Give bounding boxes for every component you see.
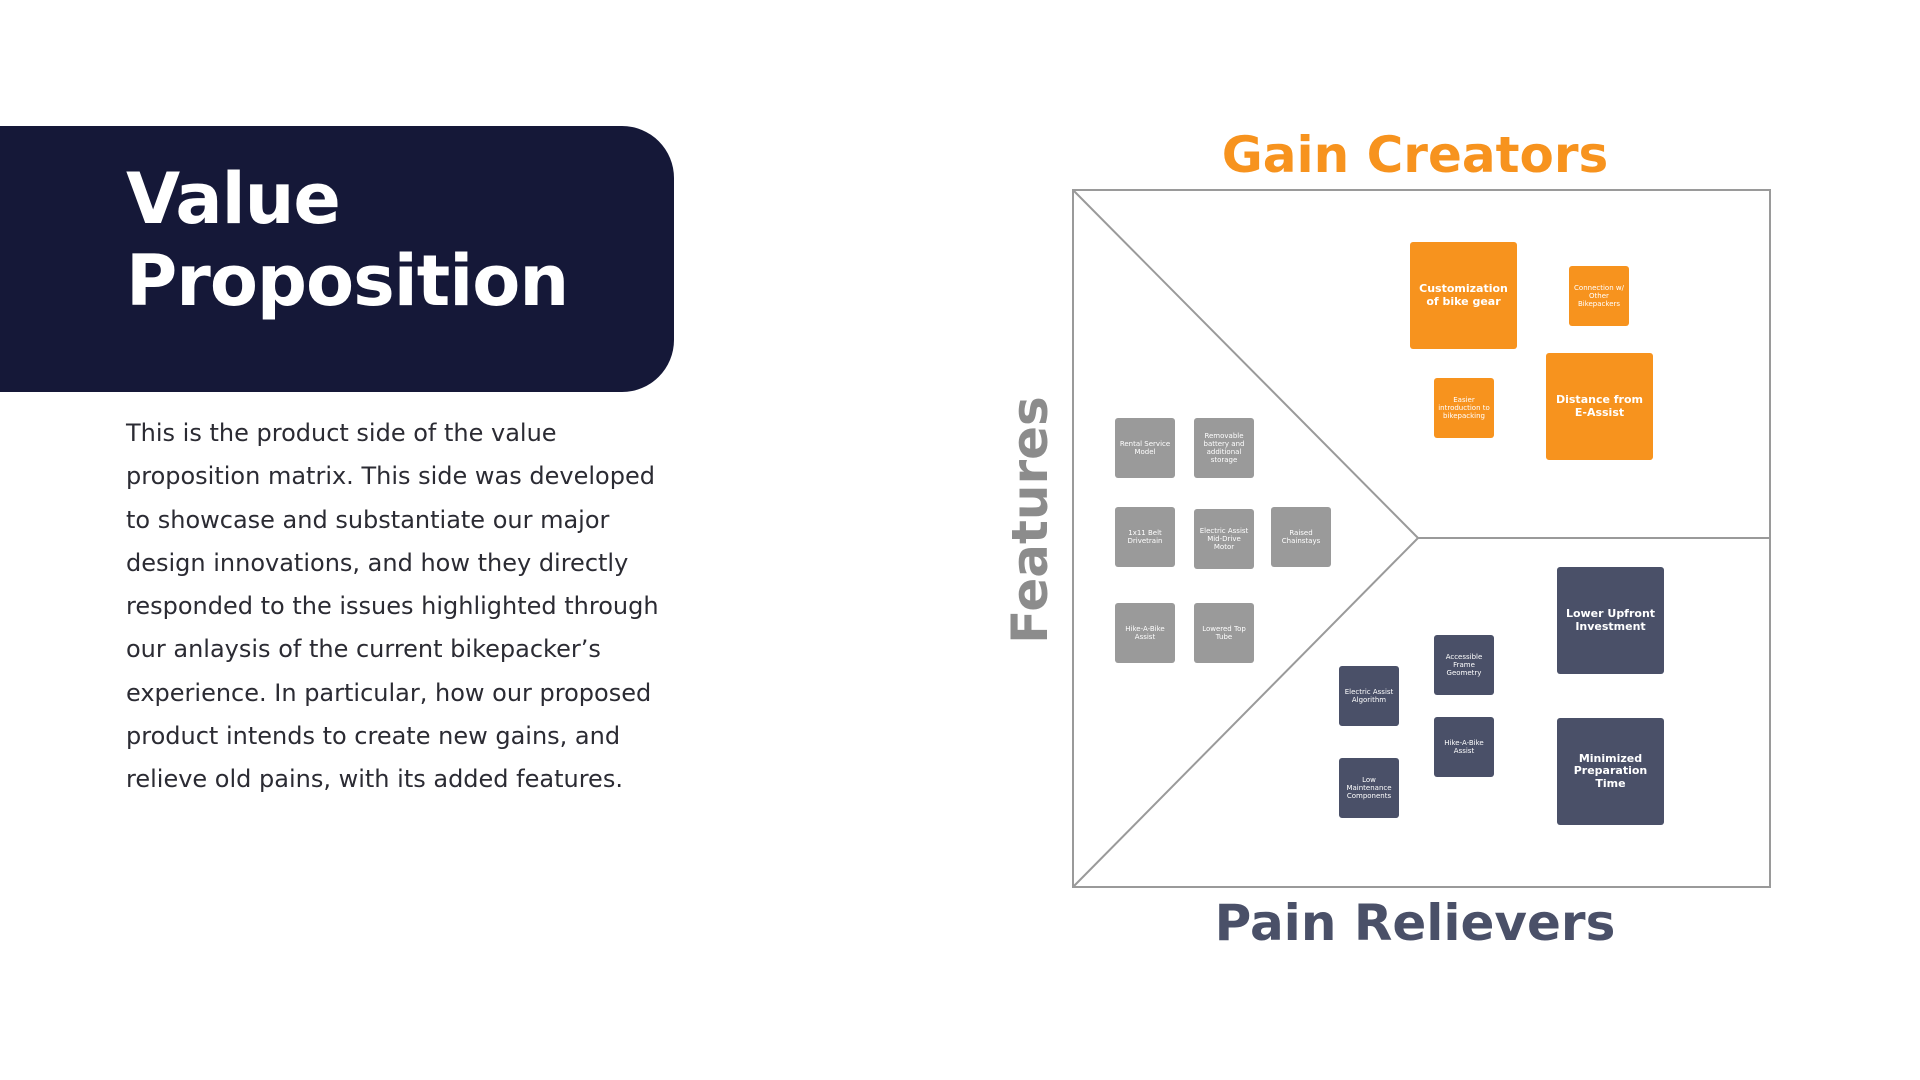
diagonal-bottom — [1072, 537, 1419, 888]
description-line: to showcase and substantiate our major — [126, 505, 610, 534]
description-line: our anlaysis of the current bikepacker’s — [126, 635, 601, 664]
feature-sticky-note: Electric Assist Mid-Drive Motor — [1194, 509, 1254, 569]
description-line: product intends to create new gains, and — [126, 722, 621, 751]
pain-reliever-sticky-note: Accessible Frame Geometry — [1434, 635, 1494, 695]
pain-relievers-label: Pain Relievers — [1214, 894, 1616, 952]
feature-sticky-note: Hike-A-Bike Assist — [1115, 603, 1175, 663]
feature-sticky-note: Removable battery and additional storage — [1194, 418, 1254, 478]
feature-sticky-note: Rental Service Model — [1115, 418, 1175, 478]
gain-creator-sticky-note: Customization of bike gear — [1410, 242, 1517, 349]
gain-creator-sticky-note: Distance from E-Assist — [1546, 353, 1653, 460]
feature-sticky-note: 1x11 Belt Drivetrain — [1115, 507, 1175, 567]
pain-reliever-sticky-note: Electric Assist Algorithm — [1339, 666, 1399, 726]
gain-creator-sticky-note: Connection w/ Other Bikepackers — [1569, 266, 1629, 326]
description-line: experience. In particular, how our propo… — [126, 678, 652, 707]
slide-title: Value Proposition — [126, 158, 569, 322]
pain-reliever-sticky-note: Lower Upfront Investment — [1557, 567, 1664, 674]
description-line: responded to the issues highlighted thro… — [126, 592, 659, 621]
title-banner: Value Proposition — [0, 126, 674, 392]
title-line: Value — [126, 158, 341, 240]
description-line: proposition matrix. This side was develo… — [126, 462, 655, 491]
pain-reliever-sticky-note: Hike-A-Bike Assist — [1434, 717, 1494, 777]
pain-reliever-sticky-note: Low Maintenance Components — [1339, 758, 1399, 818]
description-line: This is the product side of the value — [126, 419, 557, 447]
gain-creator-sticky-note: Easier introduction to bikepacking — [1434, 378, 1494, 438]
description-line: design innovations, and how they directl… — [126, 548, 629, 577]
feature-sticky-note: Lowered Top Tube — [1194, 603, 1254, 663]
diagonal-top — [1072, 189, 1419, 539]
description-paragraph: This is the product side of the value pr… — [126, 412, 666, 802]
pain-reliever-sticky-note: Minimized Preparation Time — [1557, 718, 1664, 825]
feature-sticky-note: Raised Chainstays — [1271, 507, 1331, 567]
gain-creators-label: Gain Creators — [1221, 126, 1609, 184]
title-line: Proposition — [126, 240, 569, 322]
description-line: relieve old pains, with its added featur… — [126, 765, 623, 794]
